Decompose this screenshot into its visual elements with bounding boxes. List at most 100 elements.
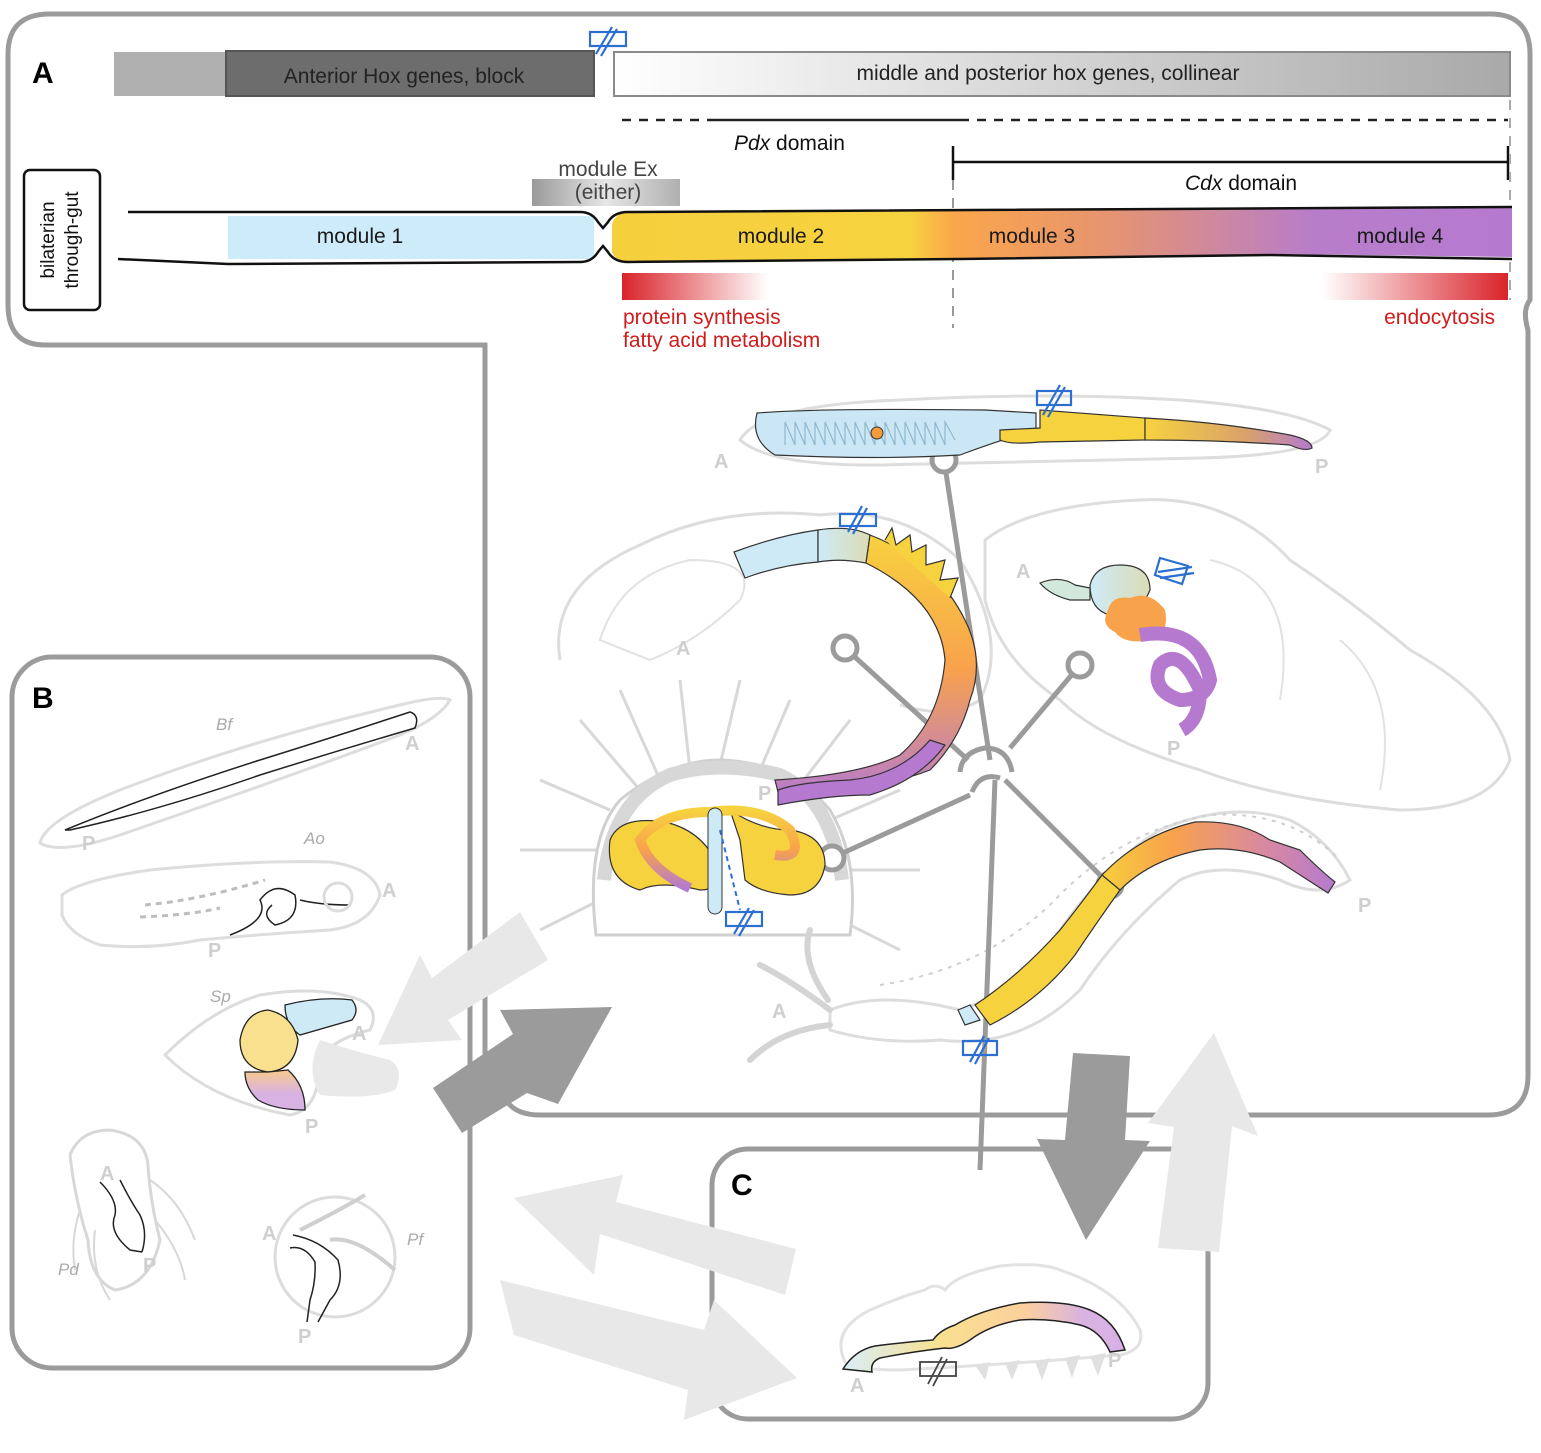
connector-tree xyxy=(830,459,1112,1171)
bf-posterior-label: P xyxy=(82,833,95,855)
pd-label: Pd xyxy=(58,1260,79,1279)
arrow-dark-to-a xyxy=(433,1007,612,1133)
pd-gut xyxy=(99,1179,146,1253)
polychaete-gut-midgut xyxy=(974,874,1121,1026)
crustacean-segment-1 xyxy=(1209,559,1285,701)
sp-gut-stomach xyxy=(239,1009,299,1073)
posterior-hox-bar xyxy=(613,51,1511,97)
posterior-hox-label: middle and posterior hox genes, collinea… xyxy=(857,62,1240,85)
amphioxus-body-outline xyxy=(738,394,1332,467)
modules-2-4-region xyxy=(612,208,1512,262)
arrow-light-to-a xyxy=(1148,1033,1258,1252)
crustacean-anterior-label: A xyxy=(1016,561,1030,583)
bf-anterior-label: A xyxy=(405,733,419,755)
sp-body-outline xyxy=(162,989,375,1117)
tornaria-posterior-label: P xyxy=(758,783,771,805)
bf-gut xyxy=(64,711,418,831)
sp-gut-esophagus xyxy=(284,998,357,1036)
bf-label: Bf xyxy=(216,715,234,734)
crustacean-break-icon xyxy=(1153,556,1195,586)
side-label-box: bilaterian through-gut xyxy=(22,168,102,312)
ao-body-outline xyxy=(60,860,382,949)
posterior-function-bar xyxy=(1322,273,1508,300)
pd-posterior-label: P xyxy=(143,1255,156,1277)
polychaete-posterior-label: P xyxy=(1358,895,1371,917)
tornaria-gut-sacculations xyxy=(884,526,959,599)
module-ex-bar xyxy=(532,179,680,206)
panel-c-letter: C xyxy=(731,1169,753,1202)
amphioxus-pharynx-folds xyxy=(784,419,956,446)
sp-posterior-label: P xyxy=(305,1116,318,1138)
panel-b-letter: B xyxy=(32,682,54,715)
node-crustacean[interactable] xyxy=(1065,650,1095,680)
crustacean-body-outline xyxy=(983,498,1512,812)
tornaria-gut-stomach xyxy=(774,534,977,801)
sp-anterior-label: A xyxy=(352,1023,366,1045)
urchin-gut-esophagus xyxy=(707,807,723,915)
urchin-gut-dashed xyxy=(719,829,741,911)
ao-posterior-label: P xyxy=(208,940,221,962)
polychaete-gut-foregut xyxy=(957,1004,981,1026)
module-1-label: module 1 xyxy=(317,225,403,248)
amphioxus-posterior-label: P xyxy=(1315,456,1328,478)
arrow-light-b-to-c xyxy=(500,1280,797,1420)
pd-anterior-label: A xyxy=(100,1163,114,1185)
bf-body-outline xyxy=(38,696,453,849)
polychaete-gut-hindgut xyxy=(1101,821,1336,894)
module-ex-label: module Ex xyxy=(558,158,658,181)
tornaria-gut-esophagus xyxy=(817,527,871,564)
break-symbol-icon xyxy=(588,26,628,57)
panel-a-frame xyxy=(5,11,1533,1118)
crustacean-segment-2 xyxy=(1339,639,1386,791)
arrow-dark-to-c xyxy=(1037,1053,1150,1240)
pf-anterior-label: A xyxy=(262,1223,276,1245)
pf-body-outline xyxy=(273,1195,397,1319)
urchin-band xyxy=(597,760,849,881)
posterior-function-label: endocytosis xyxy=(1384,306,1495,329)
ao-eye xyxy=(322,881,354,913)
gut-outline-bottom xyxy=(117,244,1513,266)
amphioxus-break-icon xyxy=(1035,384,1073,418)
anterior-function-bar xyxy=(622,273,768,300)
urchin-break-icon xyxy=(724,907,764,937)
cdx-domain-label: Cdx domain xyxy=(1185,172,1297,195)
c-gut xyxy=(841,1301,1126,1373)
pd-chaetae xyxy=(72,1179,196,1301)
sp-label: Sp xyxy=(210,987,231,1006)
amphioxus-gut-pharynx xyxy=(754,408,1037,459)
module-1-region xyxy=(228,216,594,259)
anterior-hox-bar xyxy=(225,50,595,97)
pf-gut xyxy=(289,1234,341,1323)
tornaria-gut-hindgut xyxy=(777,739,946,806)
panel-a-letter: A xyxy=(32,57,54,90)
crustacean-posterior-label: P xyxy=(1167,738,1180,760)
amphioxus-club-gland xyxy=(870,426,884,440)
crustacean-gut-coil xyxy=(1138,626,1218,737)
module-3-label: module 3 xyxy=(989,225,1075,248)
c-posterior-label: P xyxy=(1108,1350,1121,1372)
pf-tissue xyxy=(299,1193,397,1272)
c-break-icon xyxy=(919,1356,957,1387)
polychaete-parapodia xyxy=(879,813,1341,986)
amphioxus-gut-midgut xyxy=(999,409,1146,444)
polychaete-anterior-label: A xyxy=(772,1001,786,1023)
panel-b-frame xyxy=(9,654,473,1371)
arrow-light-to-b xyxy=(378,912,548,1045)
amphioxus-gut-hindgut xyxy=(1144,417,1313,451)
node-tornaria[interactable] xyxy=(830,633,860,663)
crustacean-gut-foregut xyxy=(1039,578,1091,601)
module-4-label: module 4 xyxy=(1357,225,1444,248)
anterior-function-label-2: fatty acid metabolism xyxy=(623,329,820,352)
tornaria-gut-anterior xyxy=(733,529,819,579)
tornaria-anterior-label: A xyxy=(676,638,690,660)
pdx-domain-label: Pdx domain xyxy=(734,132,845,155)
ao-anterior-label: A xyxy=(382,880,396,902)
pf-label: Pf xyxy=(407,1230,425,1249)
c-spines xyxy=(975,1353,1106,1380)
module-2-label: module 2 xyxy=(738,225,824,248)
svg-text:bilaterian: bilaterian xyxy=(38,201,59,278)
sp-gut-intestine xyxy=(244,1069,306,1111)
gut-outline-top xyxy=(128,205,1513,230)
sp-arm xyxy=(312,1040,399,1097)
